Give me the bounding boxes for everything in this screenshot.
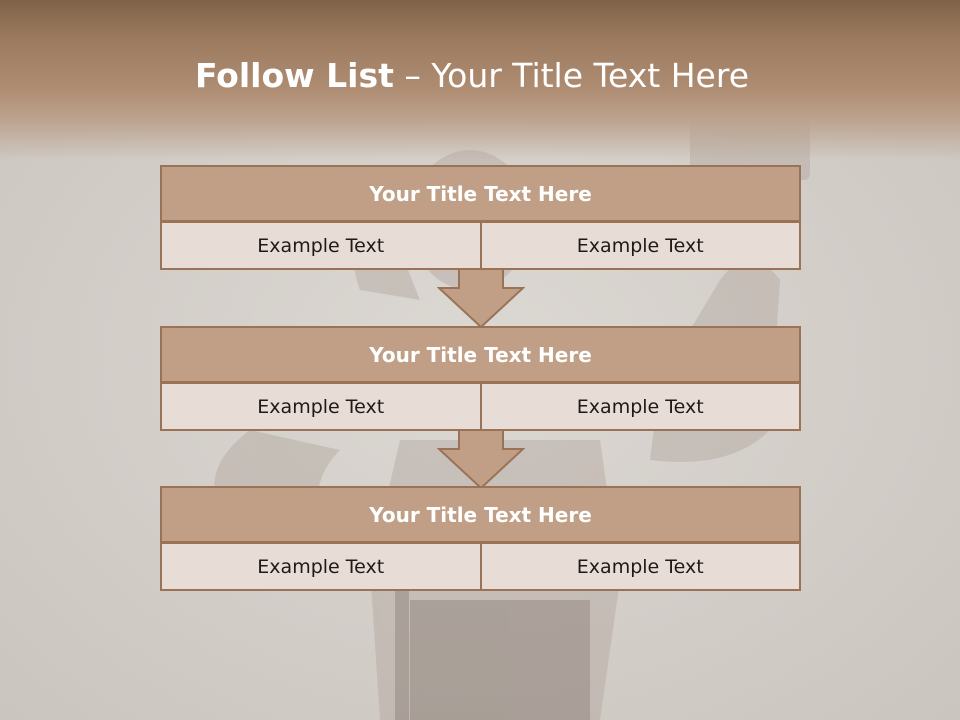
list-block-2: Your Title Text Here Example Text Exampl… bbox=[160, 326, 801, 431]
title-rest: Your Title Text Here bbox=[431, 56, 750, 95]
block-cell-right: Example Text bbox=[479, 221, 801, 270]
block-title: Your Title Text Here bbox=[160, 165, 801, 222]
down-arrow-icon bbox=[437, 429, 525, 489]
block-cell-left: Example Text bbox=[160, 221, 482, 270]
list-block-3: Your Title Text Here Example Text Exampl… bbox=[160, 486, 801, 591]
down-arrow-icon bbox=[437, 268, 525, 328]
block-cell-left: Example Text bbox=[160, 542, 482, 591]
block-row: Example Text Example Text bbox=[160, 382, 801, 431]
list-block-1: Your Title Text Here Example Text Exampl… bbox=[160, 165, 801, 270]
block-cell-right: Example Text bbox=[479, 382, 801, 431]
block-row: Example Text Example Text bbox=[160, 221, 801, 270]
block-title: Your Title Text Here bbox=[160, 486, 801, 543]
block-row: Example Text Example Text bbox=[160, 542, 801, 591]
block-title: Your Title Text Here bbox=[160, 326, 801, 383]
block-cell-right: Example Text bbox=[479, 542, 801, 591]
title-separator: – bbox=[393, 56, 432, 95]
block-cell-left: Example Text bbox=[160, 382, 482, 431]
slide-title: Follow List – Your Title Text Here bbox=[0, 56, 944, 95]
title-bold: Follow List bbox=[194, 56, 394, 95]
header-band bbox=[0, 0, 960, 160]
